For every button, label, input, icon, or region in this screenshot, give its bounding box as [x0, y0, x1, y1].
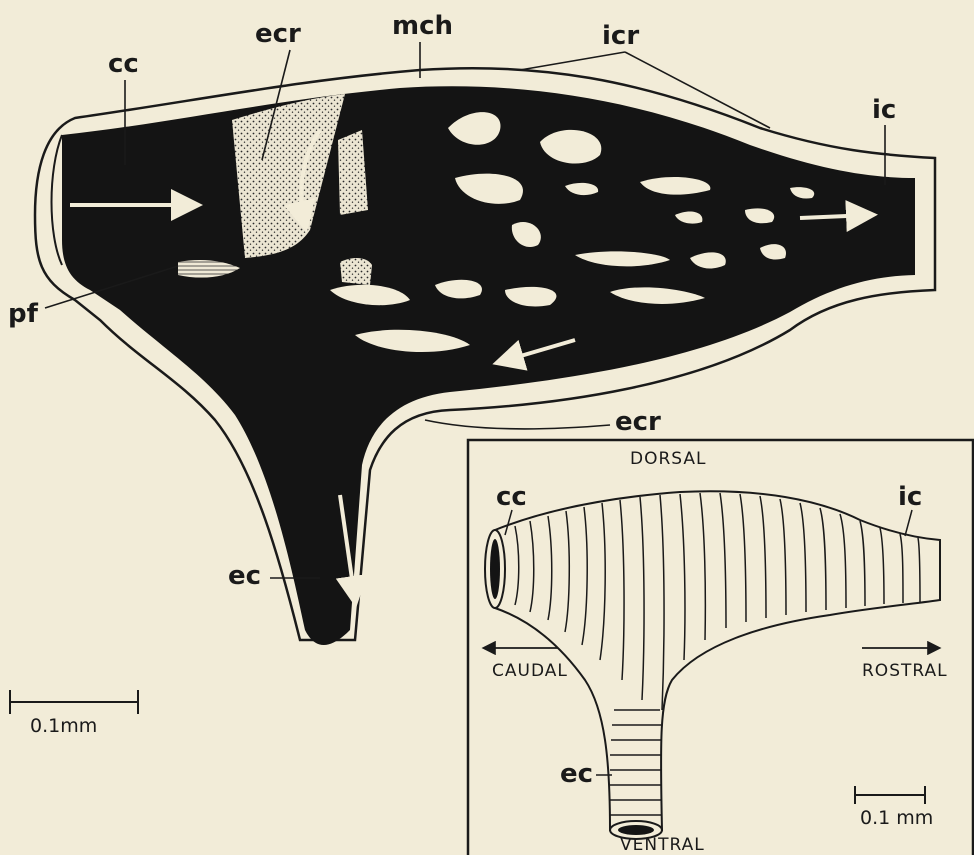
main-scale-bar — [10, 690, 138, 714]
inset-label-ic: ic — [898, 482, 922, 512]
inset-dorsal: DORSAL — [630, 449, 707, 469]
inset-rostral: ROSTRAL — [862, 661, 948, 681]
inset-panel: DORSAL VENTRAL CAUDAL ROSTRAL — [468, 440, 973, 855]
label-ecr-bottom: ecr — [615, 407, 661, 437]
label-ic: ic — [872, 95, 896, 125]
inset-cc-lumen — [490, 539, 500, 599]
inset-scale-label: 0.1 mm — [860, 807, 933, 829]
inset-label-ec: ec — [560, 759, 593, 789]
label-icr: icr — [602, 21, 639, 51]
label-cc: cc — [108, 49, 139, 79]
label-ec: ec — [228, 561, 261, 591]
label-mch: mch — [392, 11, 453, 41]
stippled-patch-low — [340, 258, 372, 285]
inset-ec-lumen — [618, 825, 654, 835]
inset-label-cc: cc — [496, 482, 527, 512]
main-scale-label: 0.1mm — [30, 715, 97, 737]
label-pf: pf — [8, 299, 39, 329]
inset-caudal: CAUDAL — [492, 661, 568, 681]
label-ecr-top: ecr — [255, 19, 301, 49]
